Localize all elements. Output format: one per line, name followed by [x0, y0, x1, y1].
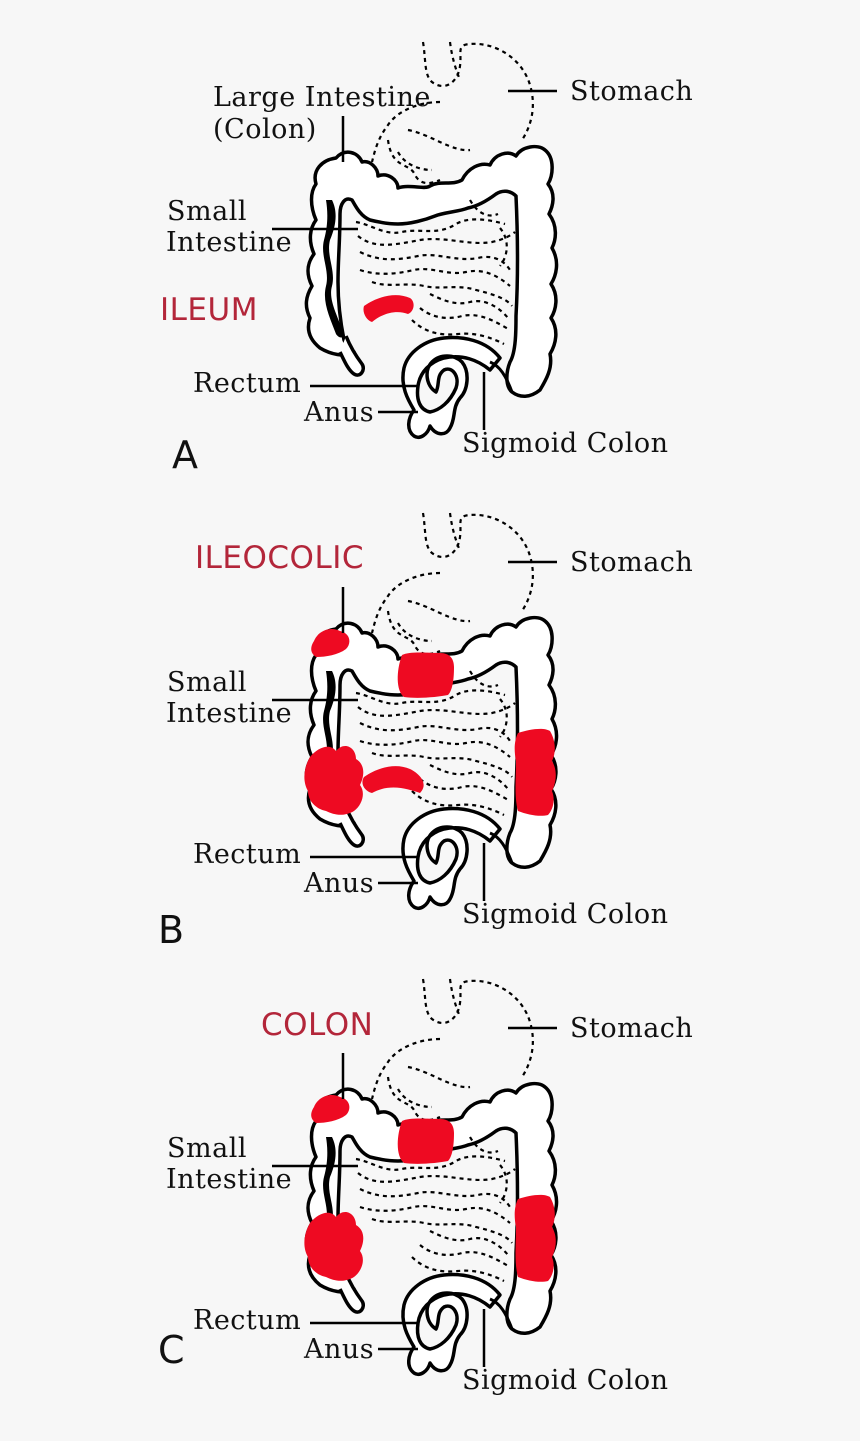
- lesion-descending: [514, 728, 556, 816]
- label-stomach: Stomach: [570, 1013, 693, 1044]
- lesion-transverse: [397, 652, 454, 698]
- panel-letter-c: C: [158, 1328, 185, 1372]
- label-small: Small: [167, 196, 247, 227]
- panel-b: ILEOCOLIC Stomach Small Intestine Rectum…: [158, 511, 693, 952]
- label-small: Small: [167, 667, 247, 698]
- lesion-transverse: [397, 1118, 454, 1164]
- panel-letter-a: A: [172, 433, 198, 477]
- label-large-intestine: Large Intestine: [213, 82, 431, 113]
- label-stomach: Stomach: [570, 76, 693, 107]
- highlight-label-b: ILEOCOLIC: [195, 540, 364, 576]
- panel-letter-b: B: [158, 908, 184, 952]
- label-intestine: Intestine: [166, 698, 292, 729]
- label-intestine: Intestine: [166, 227, 292, 258]
- lesion-cecum-top: [311, 1095, 350, 1123]
- label-anus: Anus: [303, 1334, 374, 1365]
- label-rectum: Rectum: [193, 368, 301, 399]
- lesion-terminal-ileum: [363, 295, 414, 322]
- label-intestine: Intestine: [166, 1164, 292, 1195]
- label-rectum: Rectum: [193, 839, 301, 870]
- lesion-cecum-lower: [304, 745, 364, 815]
- label-colon: (Colon): [213, 114, 317, 145]
- label-sigmoid-colon: Sigmoid Colon: [462, 1365, 668, 1396]
- lesion-terminal-ileum: [362, 766, 424, 793]
- lesion-cecum-lower: [304, 1211, 364, 1281]
- label-sigmoid-colon: Sigmoid Colon: [462, 428, 668, 459]
- label-sigmoid-colon: Sigmoid Colon: [462, 899, 668, 930]
- label-anus: Anus: [303, 868, 374, 899]
- label-anus: Anus: [303, 397, 374, 428]
- panel-c: COLON Stomach Small Intestine Rectum Anu…: [158, 977, 693, 1396]
- label-rectum: Rectum: [193, 1305, 301, 1336]
- lesion-cecum-top: [311, 629, 350, 657]
- label-small: Small: [167, 1133, 247, 1164]
- highlight-label-c: COLON: [261, 1007, 373, 1043]
- lesion-descending: [514, 1194, 556, 1282]
- label-stomach: Stomach: [570, 547, 693, 578]
- panel-a: Large Intestine (Colon) Stomach Small In…: [160, 40, 693, 477]
- highlight-label-a: ILEUM: [160, 292, 258, 328]
